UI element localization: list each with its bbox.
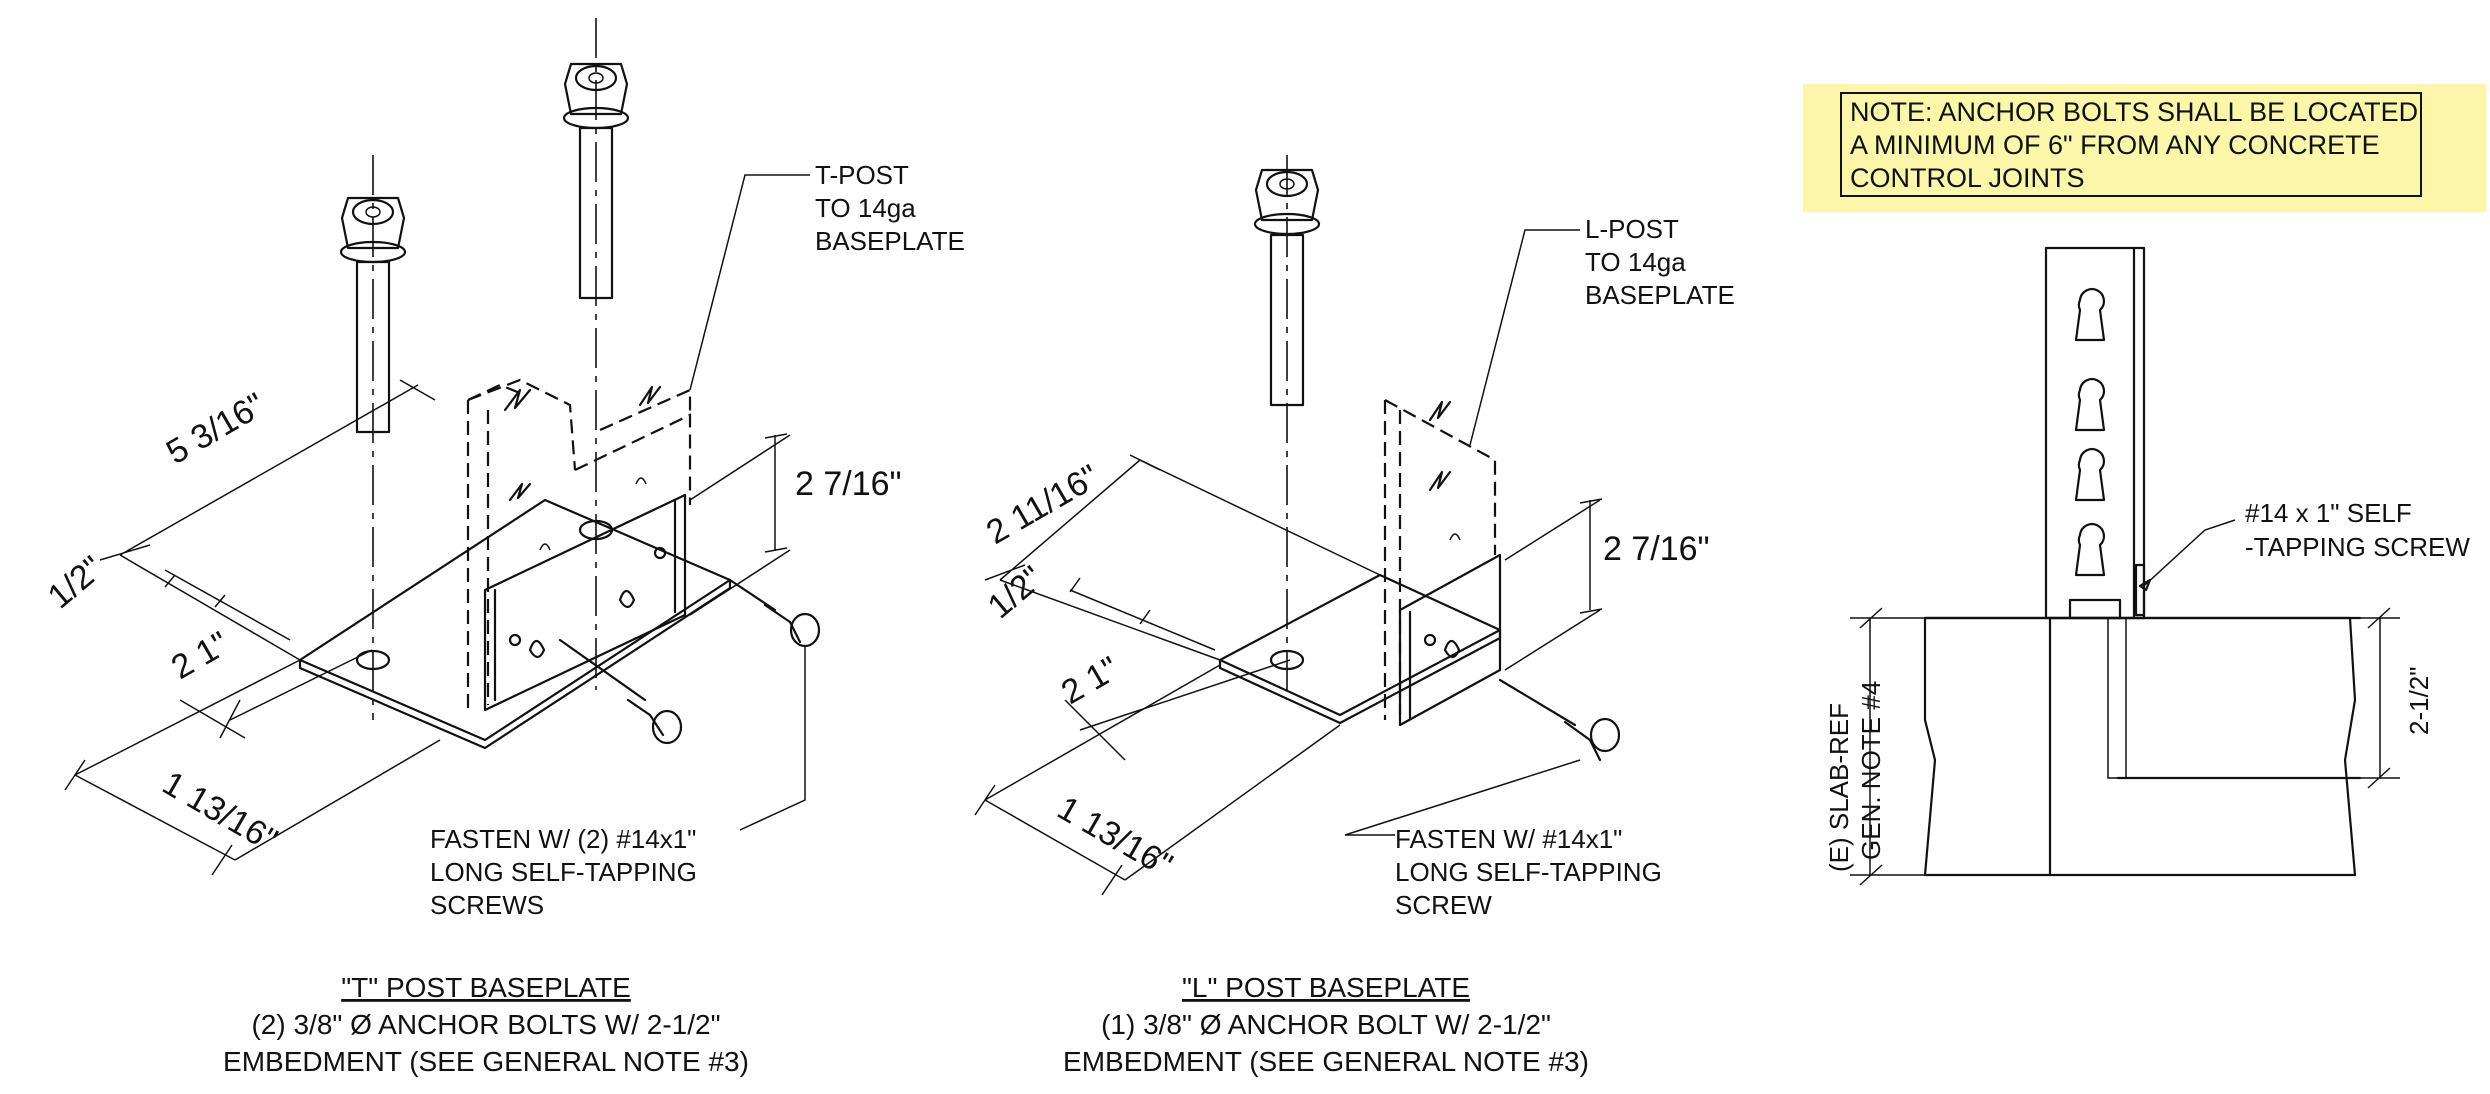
l-fasten-line-1: FASTEN W/ #14x1"	[1395, 824, 1622, 854]
l-dim-height-line	[1504, 498, 1603, 671]
t-anchor-bolt-1	[339, 196, 407, 434]
embed-dim-line	[2330, 607, 2400, 789]
t-callout-line-2: TO 14ga	[815, 193, 916, 223]
l-caption-line-3: EMBEDMENT (SEE GENERAL NOTE #3)	[1063, 1046, 1589, 1077]
t-screw-2	[728, 578, 821, 648]
l-post-baseplate-drawing	[974, 155, 1621, 896]
l-anchor-bolt	[1253, 168, 1321, 407]
t-callout-leader	[689, 174, 810, 391]
t-anchor-bolt-2	[562, 62, 630, 300]
t-callout-line-1: T-POST	[815, 160, 909, 190]
l-callout-line-2: TO 14ga	[1585, 247, 1686, 277]
t-dim-width: 1 13/16"	[156, 764, 284, 860]
note-line-3: CONTROL JOINTS	[1850, 163, 2085, 193]
t-caption-title: "T" POST BASEPLATE	[341, 972, 631, 1003]
l-callout-line-3: BASEPLATE	[1585, 280, 1735, 310]
t-post-baseplate-drawing	[64, 18, 821, 876]
t-dim-edge-line	[164, 569, 291, 641]
slab-dim-line	[1850, 607, 1925, 886]
t-fasten-leader	[739, 645, 806, 831]
l-dim-offset: 2 1"	[1055, 649, 1125, 712]
l-dim-edge: 1/2"	[981, 559, 1051, 626]
t-dim-offset-line	[179, 649, 373, 739]
anchor-bolt-note: NOTE: ANCHOR BOLTS SHALL BE LOCATED A MI…	[1840, 92, 2422, 197]
note-line-2: A MINIMUM OF 6" FROM ANY CONCRETE	[1850, 130, 2380, 160]
concrete-slab	[1923, 616, 2357, 877]
note-highlight	[1803, 84, 2486, 212]
l-fasten-leader	[1344, 759, 1581, 836]
l-screw	[1498, 678, 1621, 762]
t-dim-edge: 1/2"	[41, 549, 111, 616]
slab-label-line-1: (E) SLAB-REF	[1824, 703, 1854, 872]
t-dim-height: 2 7/16"	[795, 465, 902, 503]
t-caption-line-3: EMBEDMENT (SEE GENERAL NOTE #3)	[223, 1046, 749, 1077]
t-fasten-line-3: SCREWS	[430, 890, 544, 920]
screw-label-line-2: -TAPPING SCREW	[2245, 532, 2470, 562]
slab-label-line-2: GEN. NOTE #4	[1856, 681, 1886, 860]
t-caption-line-2: (2) 3/8" Ø ANCHOR BOLTS W/ 2-1/2"	[251, 1009, 720, 1040]
section-screw-leader	[2144, 519, 2236, 586]
t-callout-line-3: BASEPLATE	[815, 226, 965, 256]
l-callout-line-1: L-POST	[1585, 214, 1679, 244]
t-dim-height-line	[689, 433, 791, 616]
section-view-drawing	[1850, 246, 2400, 886]
l-callout-leader	[1469, 229, 1580, 446]
note-line-1: NOTE: ANCHOR BOLTS SHALL BE LOCATED	[1850, 97, 2419, 127]
l-dim-width: 1 13/16"	[1051, 789, 1179, 885]
embed-dim-label: 2-1/2"	[2404, 667, 2434, 736]
t-fasten-line-2: LONG SELF-TAPPING	[430, 857, 697, 887]
steel-post	[2044, 246, 2146, 620]
t-fasten-line-1: FASTEN W/ (2) #14x1"	[430, 824, 696, 854]
l-dim-height: 2 7/16"	[1603, 530, 1710, 568]
l-caption-title: "L" POST BASEPLATE	[1182, 972, 1470, 1003]
screw-label-line-1: #14 x 1" SELF	[2245, 498, 2412, 528]
t-dim-length: 5 3/16"	[160, 386, 271, 472]
l-fasten-line-2: LONG SELF-TAPPING	[1395, 857, 1662, 887]
l-dim-edge-line	[1069, 577, 1216, 651]
embedded-bolt	[2107, 617, 2127, 779]
l-caption-line-2: (1) 3/8" Ø ANCHOR BOLT W/ 2-1/2"	[1101, 1009, 1551, 1040]
l-fasten-line-3: SCREW	[1395, 890, 1492, 920]
t-dim-offset: 2 1"	[165, 624, 235, 687]
t-screw-1	[558, 638, 683, 745]
l-dim-offset-line	[1064, 659, 1291, 761]
t-dim-length-line	[99, 379, 436, 561]
